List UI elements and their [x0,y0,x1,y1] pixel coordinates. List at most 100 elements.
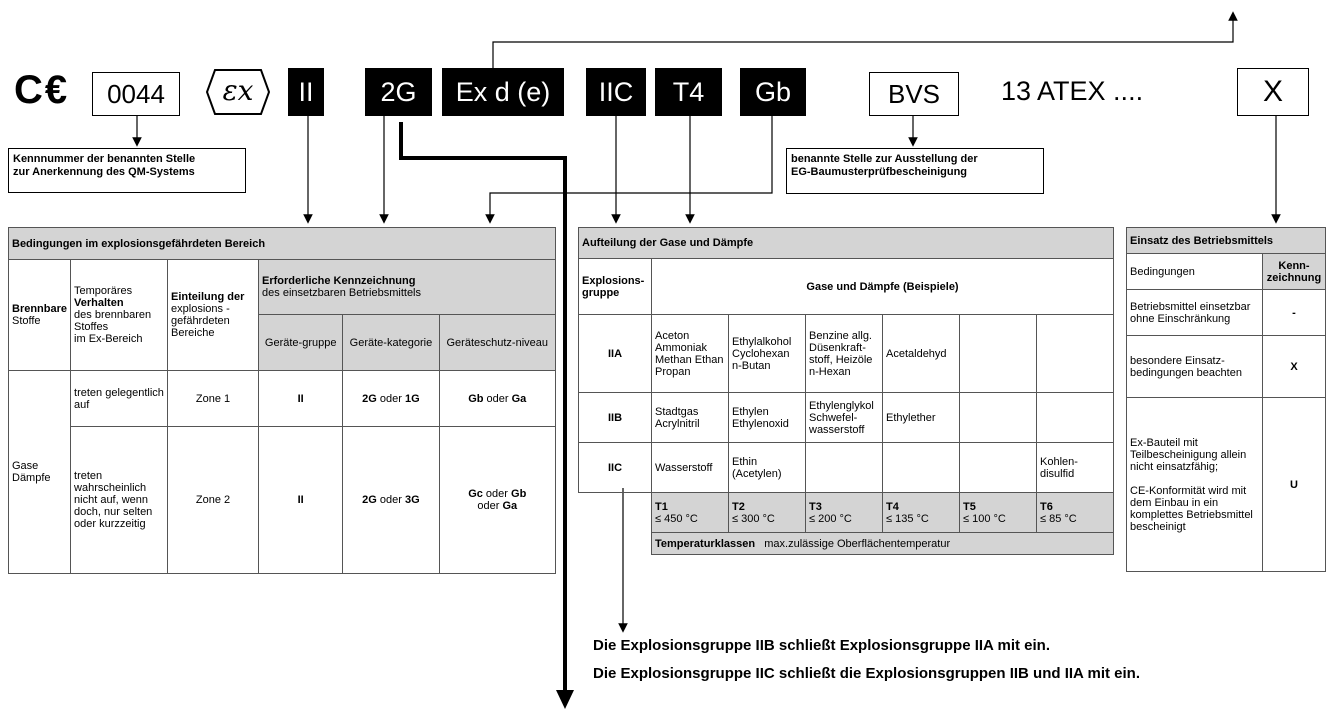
t3-title: Einsatz des Betriebsmittels [1126,227,1326,254]
special-conditions-mark: X [1237,68,1309,116]
t1-r2-epl-c: Ga [502,500,518,512]
t1-r1-epl: Gb oder Ga [438,370,556,427]
t1-h-ein2: explosions - gefährdeten Bereiche [171,303,230,339]
t2-tclass-label: T1 [655,500,668,513]
t2-tclass-value: ≤ 85 °C [1040,512,1077,525]
t2-row-cell [959,442,1037,493]
t2-footer: Temperaturklassen max.zulässige Oberfläc… [651,532,1114,555]
t2-footer-rest: max.zulässige Oberflächentemperatur [764,537,951,550]
t1-h-ein1: Einteilung der [171,291,245,303]
t1-title: Bedingungen im explosionsgefährdeten Ber… [8,227,556,260]
t1-r1-zone: Zone 1 [167,370,260,427]
t1-r1-kat-or: oder [376,392,405,405]
t2-tclass-label: T2 [732,500,745,513]
t1-r2-kat-or: oder [376,494,405,506]
ex-hexagon-icon: εx [205,68,271,116]
t1-h-geraetegruppe: Geräte-gruppe [258,314,344,371]
t1-r2-kategorie: 2G oder 3G [342,426,440,574]
t3-r3-text: Ex-Bauteil mit Teilbescheinigung allein … [1126,397,1263,572]
t2-tclass-cell: T1≤ 450 °C [651,492,729,533]
bvs-note-line1: benannte Stelle zur Ausstellung der [791,153,978,165]
t3-r2-text: besondere Einsatz-bedingungen beachten [1126,335,1263,398]
equipment-protection-level: Gb [740,68,806,116]
t2-row-cell: Aceton Ammoniak Methan Ethan Propan [651,314,729,393]
gas-group: IIC [586,68,646,116]
t2-row-cell [1036,392,1114,443]
t3-r1-text: Betriebsmittel einsetzbar ohne Einschrän… [1126,289,1263,336]
t1-h-verhalten: Temporäres Verhalten des brennbaren Stof… [70,259,169,371]
t2-row-cell: Ethin (Acetylen) [728,442,806,493]
t2-tclass-cell: T6≤ 85 °C [1036,492,1114,533]
t1-r2-verhalten: treten wahrscheinlich nicht auf, wenn do… [70,426,169,574]
t2-tclass-cell: T2≤ 300 °C [728,492,806,533]
t2-row-cell: Stadtgas Acrylnitril [651,392,729,443]
t1-r2-zone: Zone 2 [167,426,260,574]
t3-h-kennzeichnung: Kenn-zeichnung [1262,253,1326,290]
t3-r3-mark: U [1262,397,1326,572]
t2-row-cell [959,314,1037,393]
t1-h-geraeteschutz: Geräteschutz-niveau [438,314,556,371]
gas-groups-table: Aufteilung der Gase und Dämpfe Explosion… [578,227,1114,555]
t1-h-temp3: des brennbaren Stoffes [74,309,152,333]
t1-h-geraetekategorie: Geräte-kategorie [342,314,440,371]
t1-r2-epl-or1: oder [482,488,512,500]
t1-h-erforderlich: Erforderliche Kennzeichnung des einsetzb… [258,259,556,315]
t2-row-group: IIB [578,392,652,443]
t1-r2-epl-or2: oder [477,500,503,512]
t1-r2-kat-b: 3G [405,494,420,506]
t1-gase-daempfe: Gase Dämpfe [7,370,72,574]
t2-tclass-value: ≤ 100 °C [963,512,1006,525]
thick-arrow-category [399,122,567,700]
t2-tclass-label: T4 [886,500,899,513]
t2-tclass-label: T5 [963,500,976,513]
temperature-class: T4 [655,68,722,116]
t3-r3-text1: Ex-Bauteil mit Teilbescheinigung allein … [1130,436,1247,473]
t2-row-cell: Ethylen Ethylenoxid [728,392,806,443]
equipment-group: II [288,68,324,116]
t2-row-cell: Benzine allg. Düsenkraft-stoff, Heizöle … [805,314,883,393]
t2-tclass-value: ≤ 135 °C [886,512,929,525]
bvs-note: benannte Stelle zur Ausstellung der EG-B… [786,148,1044,194]
t1-r1-kat-b: 1G [405,392,420,405]
t1-h-erf1: Erforderliche Kennzeichnung [262,275,416,287]
t1-r2-epl-b: Gb [511,488,527,500]
t2-row-cell [805,442,883,493]
note-iic: Die Explosionsgruppe IIC schließt die Ex… [593,665,1141,682]
t1-h-stoffe: Brennbare Stoffe [7,259,72,371]
nb-note-line1: Kennnummer der benannten Stelle [13,153,196,165]
note-iib: Die Explosionsgruppe IIB schließt Explos… [593,637,1051,654]
t1-r1-gruppe: II [258,370,344,427]
t1-r1-epl-b: Ga [511,392,527,405]
t2-row-cell: Acetaldehyd [882,314,960,393]
t1-r2-gruppe: II [258,426,344,574]
notified-body-number: 0044 [92,72,180,116]
t1-r2-kat-a: 2G [362,494,377,506]
t3-r1-mark: - [1262,289,1326,336]
t2-tclass-cell: T5≤ 100 °C [959,492,1037,533]
t2-row-cell: Kohlen-disulfid [1036,442,1114,493]
equipment-category: 2G [365,68,432,116]
t2-title: Aufteilung der Gase und Dämpfe [578,227,1114,259]
t3-r3-text2: CE-Konformität wird mit dem Einbau in ei… [1130,484,1253,533]
protection-type: Ex d (e) [442,68,564,116]
t1-h-brennbare: Brennbare [12,303,68,315]
t2-h-gases: Gase und Dämpfe (Beispiele) [651,258,1114,315]
t1-r1-kat-a: 2G [362,392,377,405]
t2-row-cell [1036,314,1114,393]
t2-row-cell [882,442,960,493]
t2-row-cell: Ethylenglykol Schwefel-wasserstoff [805,392,883,443]
t2-tclass-value: ≤ 200 °C [809,512,852,525]
nb-note-line2: zur Anerkennung des QM-Systems [13,166,195,178]
arrow-protection-to-cert [492,11,1238,68]
bvs-note-line2: EG-Baumusterprüfbescheinigung [791,166,968,178]
t2-row-cell: Wasserstoff [651,442,729,493]
zone-conditions-table: Bedingungen im explosionsgefährdeten Ber… [7,227,556,574]
t2-tclass-cell: T4≤ 135 °C [882,492,960,533]
t2-row-cell: Ethylether [882,392,960,443]
t1-h-stoffe-text: Stoffe [12,315,41,327]
ce-mark: C€ [14,68,70,112]
t1-h-temp2: Verhalten [74,297,124,309]
t3-r2-mark: X [1262,335,1326,398]
